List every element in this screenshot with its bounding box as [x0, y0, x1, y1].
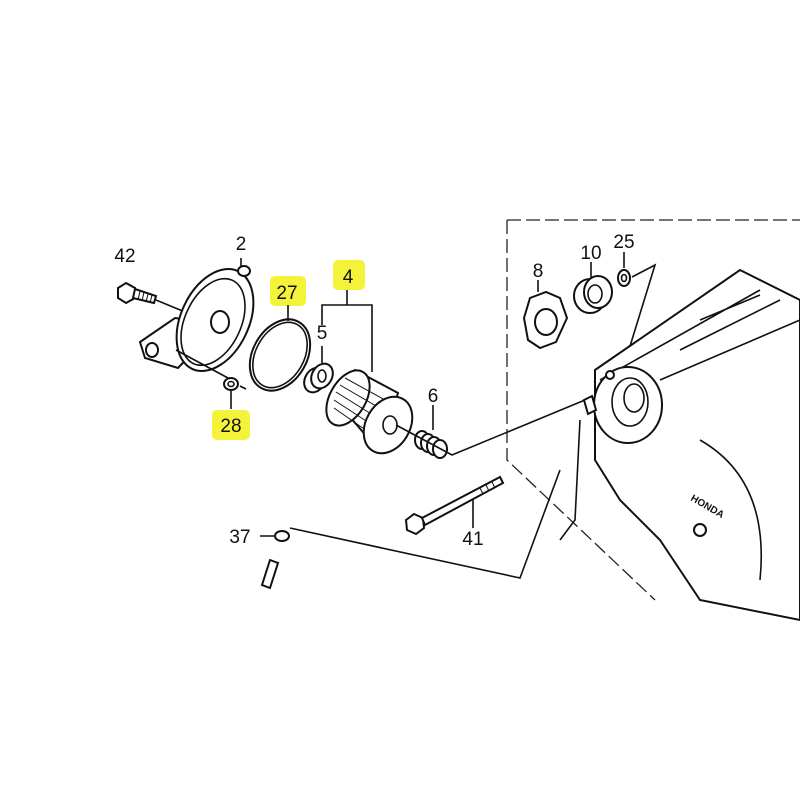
o-ring-27	[248, 305, 312, 392]
label-4: 4	[343, 267, 354, 288]
label-6: 6	[428, 386, 439, 407]
oil-filter-4	[321, 290, 414, 455]
label-28: 28	[220, 416, 241, 437]
engine-case-frame	[506, 219, 800, 601]
label-41: 41	[462, 529, 483, 550]
bolt-42	[117, 281, 186, 313]
label-5: 5	[317, 323, 328, 344]
label-37: 37	[229, 527, 250, 548]
oil-filter-cover-2	[138, 258, 255, 379]
spring-6	[395, 399, 586, 459]
washer-28	[223, 377, 247, 409]
oil-strainer-8	[522, 280, 569, 350]
seal-5	[303, 346, 334, 394]
label-25: 25	[613, 232, 634, 253]
label-42: 42	[114, 246, 135, 267]
highlight-28	[212, 410, 250, 440]
highlight-4	[333, 260, 365, 290]
label-27: 27	[276, 283, 297, 304]
highlight-27	[270, 276, 306, 306]
seal-10	[573, 262, 613, 314]
bolt-41	[404, 419, 581, 541]
engine-case: HONDA	[582, 268, 800, 622]
label-10: 10	[580, 243, 601, 264]
dowel-37	[260, 469, 561, 590]
label-2: 2	[236, 234, 247, 255]
label-8: 8	[533, 261, 544, 282]
